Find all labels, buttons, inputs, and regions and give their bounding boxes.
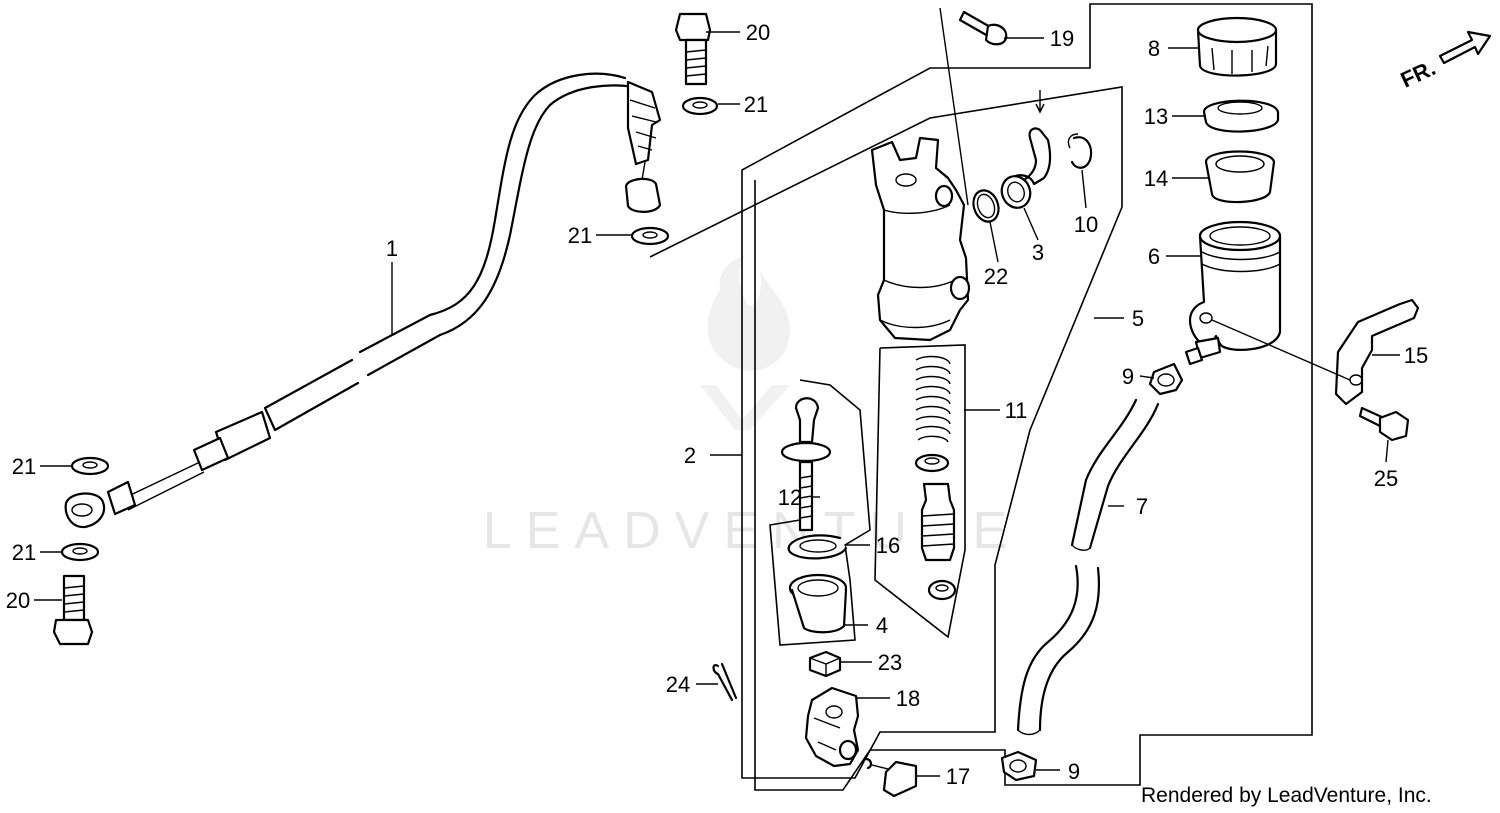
callout-12: 12 [778, 485, 802, 510]
callout-14: 14 [1144, 166, 1168, 191]
callout-16: 16 [876, 533, 900, 558]
callout-17: 17 [946, 764, 970, 789]
callout-8: 8 [1148, 36, 1160, 61]
watermark: LEADVENTURE [483, 255, 1021, 560]
circlip [1067, 133, 1093, 169]
callout-22: 22 [984, 264, 1008, 289]
callout-1: 1 [386, 236, 398, 261]
callout-20-upper: 20 [746, 20, 770, 45]
front-direction-marker: FR. [1397, 30, 1492, 93]
callout-9-upper: 9 [1122, 364, 1134, 389]
brake-hose [64, 72, 662, 529]
joint-pin [862, 758, 918, 798]
callout-21-b: 21 [568, 223, 592, 248]
hose-clip-lower [1000, 750, 1038, 782]
callout-23: 23 [878, 650, 902, 675]
boot [788, 573, 848, 634]
callout-6: 6 [1148, 244, 1160, 269]
master-cylinder-body [870, 136, 971, 342]
group-outlines [649, 3, 1313, 791]
callout-15: 15 [1404, 343, 1428, 368]
push-rod-joint [804, 686, 860, 768]
watermark-text: LEADVENTURE [483, 502, 1021, 560]
reservoir-cap [1196, 16, 1278, 77]
sealing-washer-d [60, 542, 100, 562]
hose-joint [1000, 90, 1052, 209]
sealing-washer-b [630, 226, 670, 246]
hose-clip-upper [1148, 362, 1184, 396]
callout-20-lower: 20 [6, 588, 30, 613]
joint-nut [808, 650, 842, 678]
leader-lines [34, 31, 1400, 777]
callout-10: 10 [1074, 212, 1098, 237]
callout-24: 24 [666, 672, 690, 697]
diaphragm [1204, 150, 1276, 204]
callout-4: 4 [876, 613, 888, 638]
reservoir-stay [1211, 298, 1420, 406]
flange-bolt [1358, 406, 1410, 442]
mounting-bolt [958, 10, 1008, 46]
oil-bolt-upper [674, 12, 712, 86]
front-direction-label: FR. [1397, 55, 1440, 93]
o-ring [972, 189, 1000, 223]
watermark-flame-logo [700, 255, 790, 430]
push-rod [780, 397, 832, 532]
callout-19: 19 [1050, 26, 1074, 51]
reservoir-hose [1016, 398, 1160, 736]
reservoir-tank [1184, 220, 1282, 366]
sealing-washer-c [70, 456, 110, 476]
oil-bolt-lower [52, 574, 94, 646]
bolt-leader [939, 7, 969, 206]
callout-25: 25 [1374, 466, 1398, 491]
callout-3: 3 [1032, 240, 1044, 265]
front-arrow-icon [1438, 30, 1492, 65]
sealing-washer-a [681, 96, 719, 116]
callout-5: 5 [1132, 306, 1144, 331]
callout-13: 13 [1144, 104, 1168, 129]
cotter-pin [712, 662, 738, 702]
assembly-outline-2 [649, 3, 1313, 791]
piston-set [914, 355, 957, 601]
callout-11: 11 [1005, 398, 1028, 423]
diaphragm-plate [1202, 99, 1280, 133]
callout-21-c: 21 [12, 454, 36, 479]
callout-21-a: 21 [744, 92, 768, 117]
snap-ring [787, 534, 848, 560]
callout-7: 7 [1136, 494, 1148, 519]
callout-21-d: 21 [12, 540, 36, 565]
callout-18: 18 [896, 686, 920, 711]
callout-9-lower: 9 [1068, 759, 1080, 784]
push-rod-outline [769, 379, 871, 646]
piston-set-outline [874, 344, 966, 639]
callout-2: 2 [684, 443, 696, 468]
callout-labels: 1 2 3 4 5 6 7 8 9 9 10 11 12 13 14 15 16… [6, 20, 1428, 789]
render-credit: Rendered by LeadVenture, Inc. [1141, 784, 1432, 807]
